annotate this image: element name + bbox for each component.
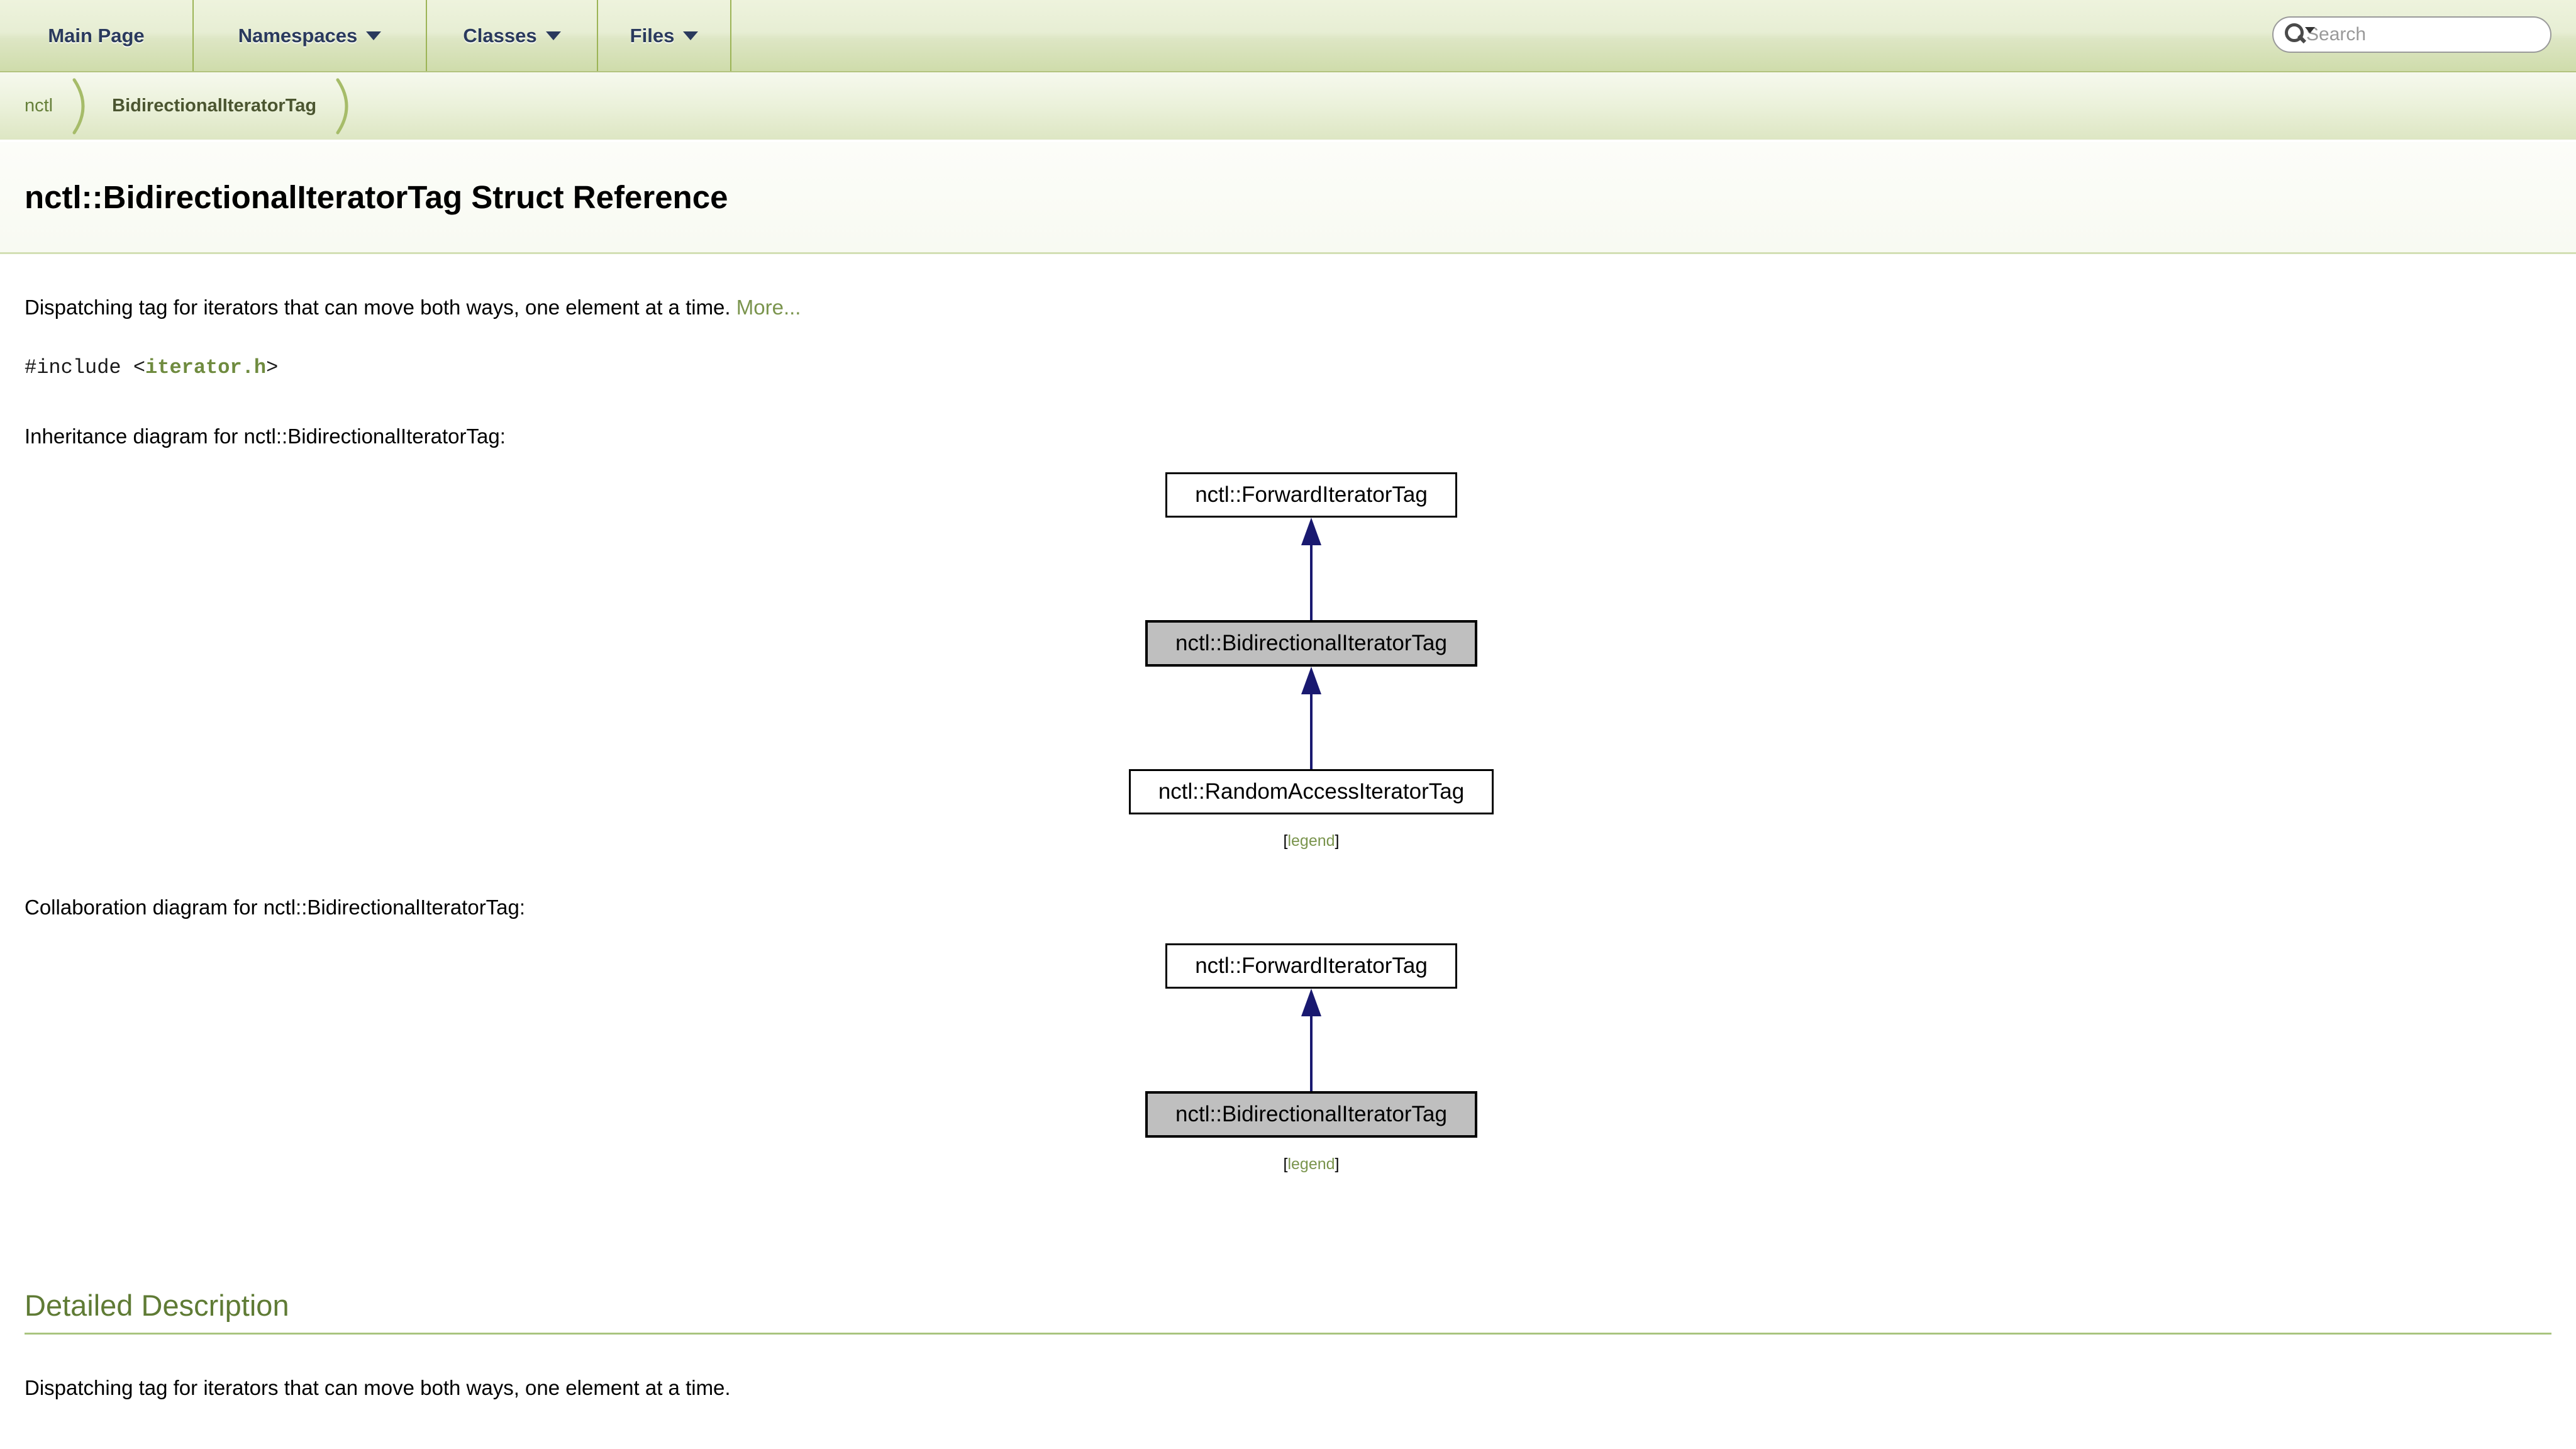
include-file-link[interactable]: iterator.h xyxy=(145,356,267,379)
diagram-node-random-access-iterator-tag[interactable]: nctl::RandomAccessIteratorTag xyxy=(1128,769,1494,814)
legend-bracket: [ xyxy=(1283,1155,1288,1173)
arrow-head xyxy=(1301,667,1321,694)
diagram-node-bidirectional-iterator-tag-current: nctl::BidirectionalIteratorTag xyxy=(1145,1091,1477,1138)
inheritance-arrow-icon xyxy=(1301,518,1321,620)
tab-files-label: Files xyxy=(630,24,675,47)
legend-bracket: [ xyxy=(1283,832,1288,850)
chevron-down-icon xyxy=(366,31,382,40)
header-band: nctl::BidirectionalIteratorTag Struct Re… xyxy=(0,142,2576,254)
breadcrumb-separator-icon xyxy=(72,78,85,134)
collaboration-arrow-icon xyxy=(1301,989,1321,1091)
chevron-down-icon xyxy=(545,31,561,40)
content-area: Dispatching tag for iterators that can m… xyxy=(0,296,2576,1400)
include-statement: #include <iterator.h> xyxy=(25,356,2551,379)
collaboration-diagram-label: Collaboration diagram for nctl::Bidirect… xyxy=(25,896,526,919)
detailed-description-text: Dispatching tag for iterators that can m… xyxy=(25,1376,731,1399)
inheritance-arrow-icon xyxy=(1301,667,1321,769)
page-title: nctl::BidirectionalIteratorTag Struct Re… xyxy=(25,179,728,215)
collaboration-legend-link[interactable]: legend xyxy=(1287,1155,1335,1173)
collaboration-legend: [legend] xyxy=(1284,1155,1340,1174)
detailed-description-heading: Detailed Description xyxy=(25,1288,2551,1335)
diagram-node-forward-iterator-tag[interactable]: nctl::ForwardIteratorTag xyxy=(1165,472,1457,518)
breadcrumb-item-nctl[interactable]: nctl xyxy=(25,96,53,116)
search-input[interactable] xyxy=(2305,23,2550,46)
search-box[interactable] xyxy=(2272,16,2551,53)
arrow-head xyxy=(1301,518,1321,545)
arrow-stem xyxy=(1310,694,1313,769)
breadcrumb-item-current: BidirectionalIteratorTag xyxy=(112,96,317,116)
tab-namespaces-label: Namespaces xyxy=(238,24,358,47)
tab-files[interactable]: Files xyxy=(598,0,731,71)
inheritance-diagram: nctl::ForwardIteratorTag nctl::Bidirecti… xyxy=(48,472,2575,850)
brief-text: Dispatching tag for iterators that can m… xyxy=(25,296,731,319)
legend-bracket: ] xyxy=(1335,832,1340,850)
tab-classes-label: Classes xyxy=(463,24,537,47)
breadcrumb: nctl BidirectionalIteratorTag xyxy=(0,72,2576,142)
tab-main-page[interactable]: Main Page xyxy=(0,0,194,71)
inheritance-diagram-label: Inheritance diagram for nctl::Bidirectio… xyxy=(25,425,506,448)
breadcrumb-separator-icon xyxy=(336,78,348,134)
search-icon-circle xyxy=(2285,23,2304,42)
inheritance-legend: [legend] xyxy=(1284,832,1340,850)
include-prefix: #include < xyxy=(25,356,146,379)
brief-description: Dispatching tag for iterators that can m… xyxy=(25,296,2551,319)
collaboration-diagram: nctl::ForwardIteratorTag nctl::Bidirecti… xyxy=(48,943,2575,1174)
arrow-stem xyxy=(1310,1016,1313,1091)
inheritance-legend-link[interactable]: legend xyxy=(1287,832,1335,850)
include-suffix: > xyxy=(266,356,279,379)
main-nav-bar: Main Page Namespaces Classes Files xyxy=(0,0,2576,72)
search-options-caret-icon xyxy=(2305,27,2315,33)
tab-namespaces[interactable]: Namespaces xyxy=(194,0,427,71)
tab-main-page-label: Main Page xyxy=(48,24,145,47)
diagram-node-forward-iterator-tag[interactable]: nctl::ForwardIteratorTag xyxy=(1165,943,1457,989)
diagram-node-bidirectional-iterator-tag-current: nctl::BidirectionalIteratorTag xyxy=(1145,620,1477,667)
tab-classes[interactable]: Classes xyxy=(427,0,598,71)
chevron-down-icon xyxy=(683,31,699,40)
search-icon[interactable] xyxy=(2284,22,2315,47)
legend-bracket: ] xyxy=(1335,1155,1340,1173)
more-link[interactable]: More... xyxy=(736,296,801,319)
arrow-stem xyxy=(1310,545,1313,620)
arrow-head xyxy=(1301,989,1321,1016)
